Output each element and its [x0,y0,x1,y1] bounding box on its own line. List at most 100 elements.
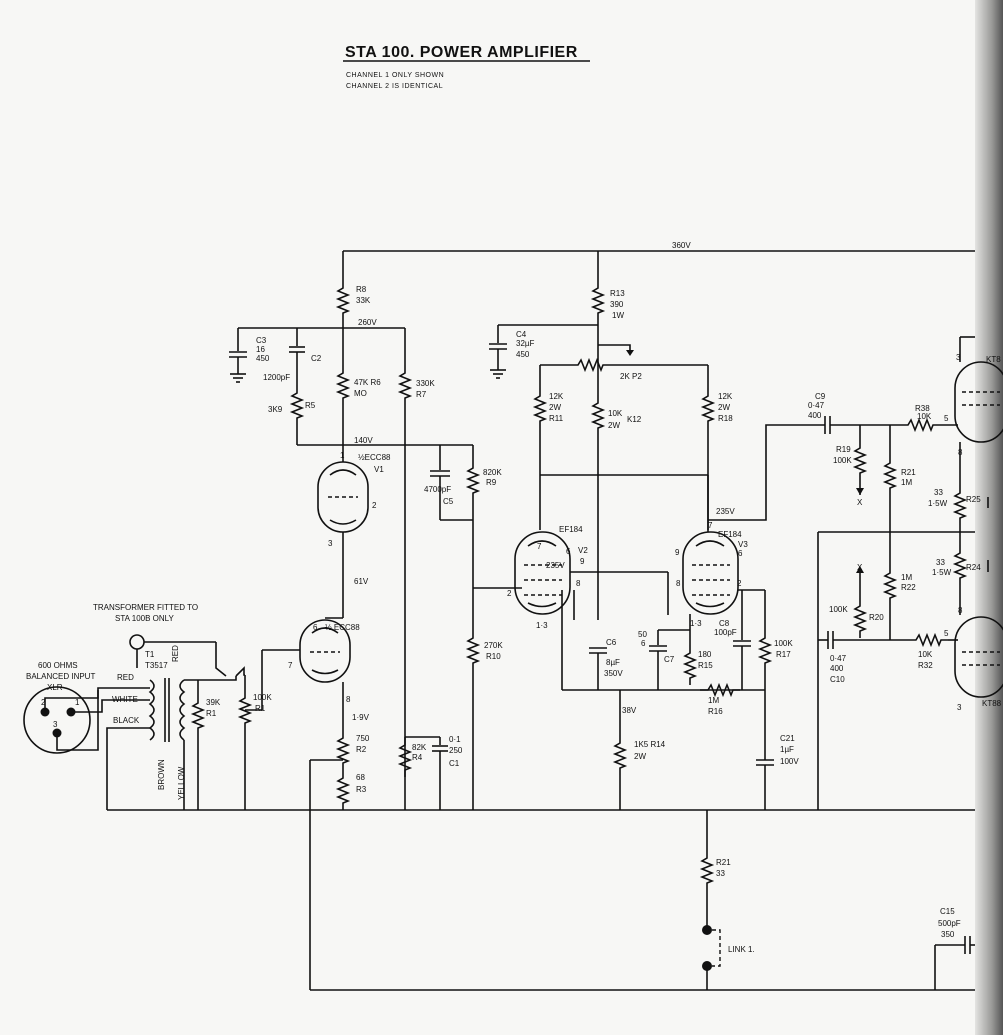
resistor-r12 [592,394,604,436]
label-c9-val: 0·47 [808,401,825,410]
label-v3-pin6: 6 [738,549,743,558]
resistor-r22 [884,564,896,606]
label-transformer-note-1: TRANSFORMER FITTED TO [93,603,198,612]
label-v1-type: ½ECC88 [358,453,391,462]
label-r21b-val: 33 [716,869,725,878]
label-r25-ref: R25 [966,495,981,504]
label-xlr-1: 1 [75,698,80,707]
label-38v: 38V [622,706,637,715]
label-v3-pin2: 2 [737,579,742,588]
label-r3-ref: R3 [356,785,367,794]
label-c21-ref: C21 [780,734,795,743]
link-terminal-top [702,925,712,935]
label-c8-ref: C8 [719,619,730,628]
label-xlr-2: 2 [41,698,46,707]
label-r25-val: 33 [934,488,943,497]
tube-v1b [299,619,351,683]
label-r9-val: 820K [483,468,502,477]
tube-v1-cathode [329,519,357,525]
label-r20-val: 100K [829,605,848,614]
label-v1b-pin6: 6 [313,623,318,632]
label-r17-val: 100K [774,639,793,648]
label-c7-v: 6 [641,639,646,648]
label-r18-ref: R18 [718,414,733,423]
resistor-r25 [954,484,966,526]
label-260v: 260V [358,318,377,327]
label-r15-ref: R15 [698,661,713,670]
resistor-r5 [291,384,303,426]
label-r11-w: 2W [549,403,561,412]
resistor-r7 [399,364,411,406]
resistor-r19 [854,439,866,481]
label-r3-val: 68 [356,773,365,782]
label-c9-ref: C9 [815,392,826,401]
tube-v3-anode [695,540,725,547]
label-r18-val: 12K [718,392,733,401]
label-r21a-val: 1M [901,478,912,487]
resistor-r20 [854,597,866,639]
tube-v3-cathode [695,602,725,608]
label-r12-ref: K12 [627,415,642,424]
label-v1-ref: V1 [374,465,384,474]
page-edge-shadow [975,0,1003,1035]
label-r32-ref: R32 [918,661,933,670]
label-r16-val: 1M [708,696,719,705]
label-r6-mo: MO [354,389,367,398]
label-v1-pin2: 2 [372,501,377,510]
label-r16-ref: R16 [708,707,723,716]
label-r1a-val: 39K [206,698,221,707]
label-r24-w: 1·5W [932,568,952,577]
wire-p2-wiper [598,344,631,353]
resistor-r6 [337,364,349,406]
label-v1-pin1: 1 [340,451,345,460]
link-switch [215,642,227,677]
label-c15-v: 350 [941,930,955,939]
label-kt-bot-pin3: 3 [957,703,962,712]
label-v3-pin8: 8 [676,579,681,588]
label-c21-v: 100V [780,757,799,766]
label-c15-val: 500pF [938,919,961,928]
arrow-up-icon [856,566,864,573]
label-r2-ref: R2 [356,745,367,754]
transformer-primary [148,679,155,741]
label-c9-v: 400 [808,411,822,420]
label-transformer-note-2: STA 100B ONLY [115,614,175,623]
label-c5-ref: C5 [443,497,454,506]
label-link-1: LINK 1. [728,945,755,954]
tube-v3 [682,531,739,615]
label-r24-ref: R24 [966,563,981,572]
label-r8-val: 33K [356,296,371,305]
label-c1-val: 0·1 [449,735,461,744]
label-r24-val: 33 [936,558,945,567]
link-1-jumper[interactable] [712,929,721,967]
resistor-r14 [614,734,626,776]
label-v1b-pin8: 8 [346,695,351,704]
resistor-r38 [899,419,941,431]
label-r14-val: 1K5 R14 [634,740,666,749]
tube-v2-anode [527,540,557,547]
resistor-r1a [192,694,204,736]
label-r20-ref: R20 [869,613,884,622]
label-r4-val: 82K [412,743,427,752]
label-c10-v: 400 [830,664,844,673]
label-r19-ref: R19 [836,445,851,454]
label-kt-top-pin3: 3 [956,353,961,362]
label-r6-val: 47K R6 [354,378,381,387]
label-r1b-ref: R1 [255,704,266,713]
resistor-r32 [907,634,949,646]
label-input-balanced: BALANCED INPUT [26,672,95,681]
label-r10-val: 270K [484,641,503,650]
label-v3-235v: 235V [716,507,735,516]
transformer-marker [129,634,145,650]
label-wire-brown: BROWN [157,759,166,790]
tube-v1b-cathode [311,669,339,675]
label-r13-w: 1W [612,311,624,320]
label-v3-type: EF184 [718,530,742,539]
tube-v1b-anode [311,627,339,634]
label-c2-val: 1200pF [263,373,290,382]
label-c10-ref: C10 [830,675,845,684]
label-t1-ref: T1 [145,650,155,659]
label-1-9v: 1·9V [352,713,370,722]
label-r38-val: 10K [917,412,932,421]
resistor-r21b [701,849,713,891]
